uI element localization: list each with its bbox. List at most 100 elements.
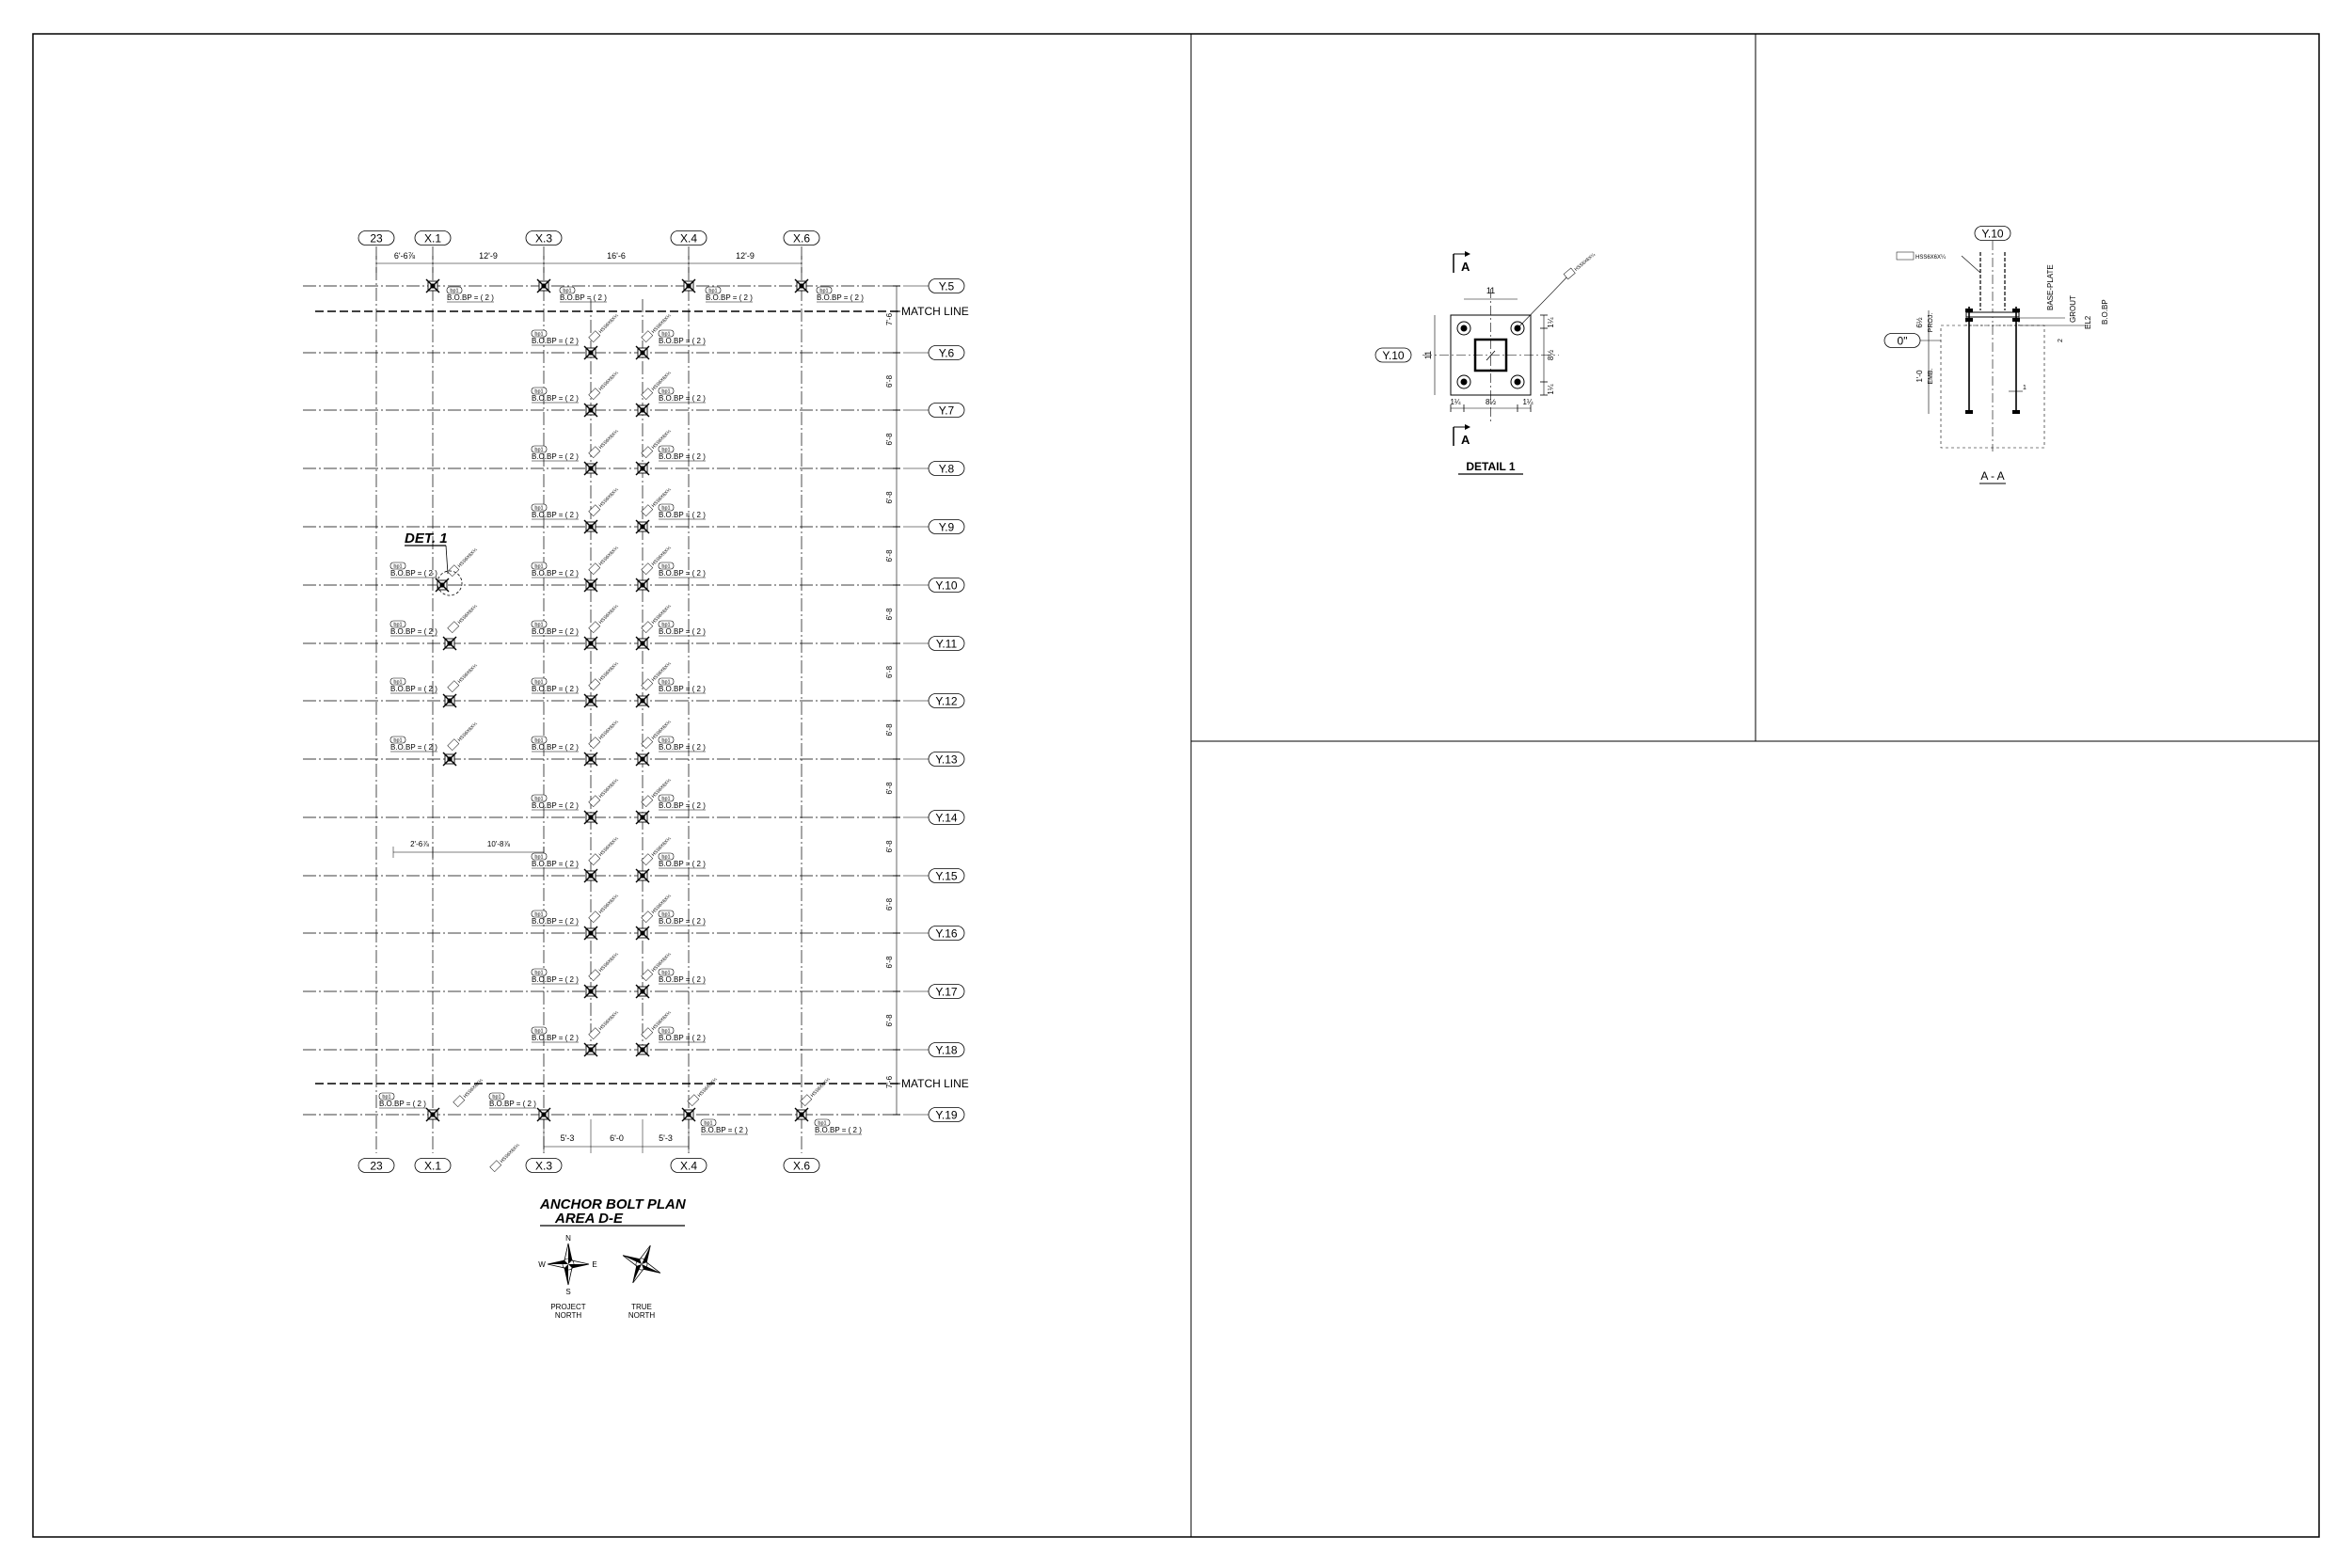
- tag-box: [389, 677, 406, 686]
- project-north-label: NORTH: [555, 1311, 582, 1320]
- tag-box-label: bp1: [563, 289, 571, 294]
- tag-box: [389, 736, 406, 744]
- member-tag: HSS6X6X¼: [800, 1076, 832, 1107]
- tag-box: [531, 852, 548, 861]
- dim-right: 6'-8: [885, 491, 894, 504]
- tag-box-label: bp1: [534, 1029, 543, 1035]
- member-tag-box: [588, 911, 601, 924]
- member-tag-box: [588, 330, 601, 343]
- tag-box: [700, 1118, 717, 1127]
- compass-needle: [632, 1264, 642, 1283]
- column-section: [686, 283, 691, 289]
- tag-box-label: bp1: [534, 448, 543, 453]
- tag-box: [378, 1092, 395, 1101]
- tag-elevation: B.O.BP = ( 2 ): [532, 975, 579, 984]
- tag-box-label: bp1: [534, 738, 543, 744]
- member-tag-label: HSS6X6X¼: [598, 545, 621, 567]
- section-title: A - A: [1980, 469, 2004, 483]
- tag-box: [658, 387, 675, 395]
- tag-box: [658, 736, 675, 744]
- dim-top: 16'-6: [607, 251, 626, 261]
- grid-bubble: [783, 230, 820, 245]
- section-arrowhead: [1465, 251, 1470, 257]
- grid-label: X.4: [680, 232, 697, 245]
- tag-elevation: B.O.BP = ( 2 ): [390, 569, 437, 578]
- dim-right: 8½: [1547, 350, 1555, 360]
- column-bubble-top-X.1: X.1: [414, 230, 452, 245]
- plan-title: ANCHOR BOLT PLAN: [539, 1196, 687, 1212]
- member-tag-label: HSS6X6X¼: [598, 660, 621, 683]
- member-tag-label: HSS6X6X¼: [598, 777, 621, 800]
- tag-elevation: B.O.BP = ( 2 ): [659, 743, 706, 752]
- column-section: [588, 407, 594, 413]
- member-tag-label: HSS6X6X¼: [463, 1077, 485, 1100]
- bolt-nut: [1965, 410, 1973, 414]
- member-tag-box: [447, 680, 460, 693]
- grid-bubble: [525, 1158, 563, 1173]
- plan-subtitle: AREA D-E: [554, 1211, 624, 1227]
- member-tag-box: [641, 911, 654, 924]
- tag-box: [658, 852, 675, 861]
- grid-bubble: [1375, 347, 1412, 363]
- tag-elevation: B.O.BP = ( 2 ): [701, 1126, 748, 1134]
- tag-box-label: bp1: [661, 506, 670, 512]
- tag-elevation: B.O.BP = ( 2 ): [390, 685, 437, 693]
- member-tag-box: [641, 562, 654, 576]
- section-mark-label: A: [1461, 433, 1470, 447]
- column-base-plate: [583, 810, 598, 825]
- grid-label: 23: [370, 232, 383, 245]
- column-bubble-top-X.6: X.6: [783, 230, 820, 245]
- tag-box: [531, 677, 548, 686]
- column-section: [640, 582, 645, 588]
- member-tag-label: HSS6X6X¼: [598, 835, 621, 858]
- tag-elevation: B.O.BP = ( 2 ): [532, 1034, 579, 1042]
- member-tag-box: [588, 853, 601, 866]
- grid-label: Y.18: [935, 1044, 957, 1057]
- dim-top: 12'-9: [736, 251, 755, 261]
- member-tag-label: HSS6X6X¼: [697, 1076, 720, 1099]
- label-el2: EL2: [2084, 315, 2092, 329]
- row-bubble-Y.7: Y.7: [928, 403, 965, 418]
- member-tag-label: HSS6X6X¼: [598, 312, 621, 335]
- grid-label: Y.6: [939, 347, 955, 360]
- column-base-plate: [425, 1107, 440, 1122]
- dim-right: 6'-8: [885, 897, 894, 911]
- tag-elevation: B.O.BP = ( 2 ): [659, 394, 706, 403]
- bolt-nut: [2012, 410, 2020, 414]
- member-leader: [1961, 255, 1981, 274]
- column-section: [640, 815, 645, 820]
- row-bubble-Y.18: Y.18: [928, 1042, 965, 1057]
- tag-box: [531, 1026, 548, 1035]
- grid-bubble: [783, 1158, 820, 1173]
- column-section: [640, 930, 645, 936]
- tag-box: [814, 1118, 831, 1127]
- column-section: [588, 989, 594, 994]
- column-section: [640, 756, 645, 762]
- grid-label: X.1: [424, 1160, 441, 1173]
- grid-label: Y.5: [939, 280, 955, 293]
- column-base-plate: [425, 278, 440, 293]
- grid-label: 23: [370, 1160, 383, 1173]
- tag-elevation: B.O.BP = ( 2 ): [379, 1100, 426, 1108]
- tag-box-label: bp1: [534, 623, 543, 628]
- tag-elevation: B.O.BP = ( 2 ): [659, 627, 706, 636]
- member-tag-box: [588, 678, 601, 691]
- column-section: [588, 756, 594, 762]
- grid-label: 0": [1898, 335, 1908, 348]
- column-section: [686, 1112, 691, 1117]
- member-tag-box: [588, 504, 601, 517]
- member-tag-box: [687, 1094, 700, 1107]
- member-tag-box: [641, 621, 654, 634]
- member-tag-box: [447, 564, 460, 578]
- tag-box-label: bp1: [704, 1121, 712, 1127]
- row-bubble-Y.12: Y.12: [928, 693, 965, 708]
- tag-elevation: B.O.BP = ( 2 ): [560, 293, 607, 302]
